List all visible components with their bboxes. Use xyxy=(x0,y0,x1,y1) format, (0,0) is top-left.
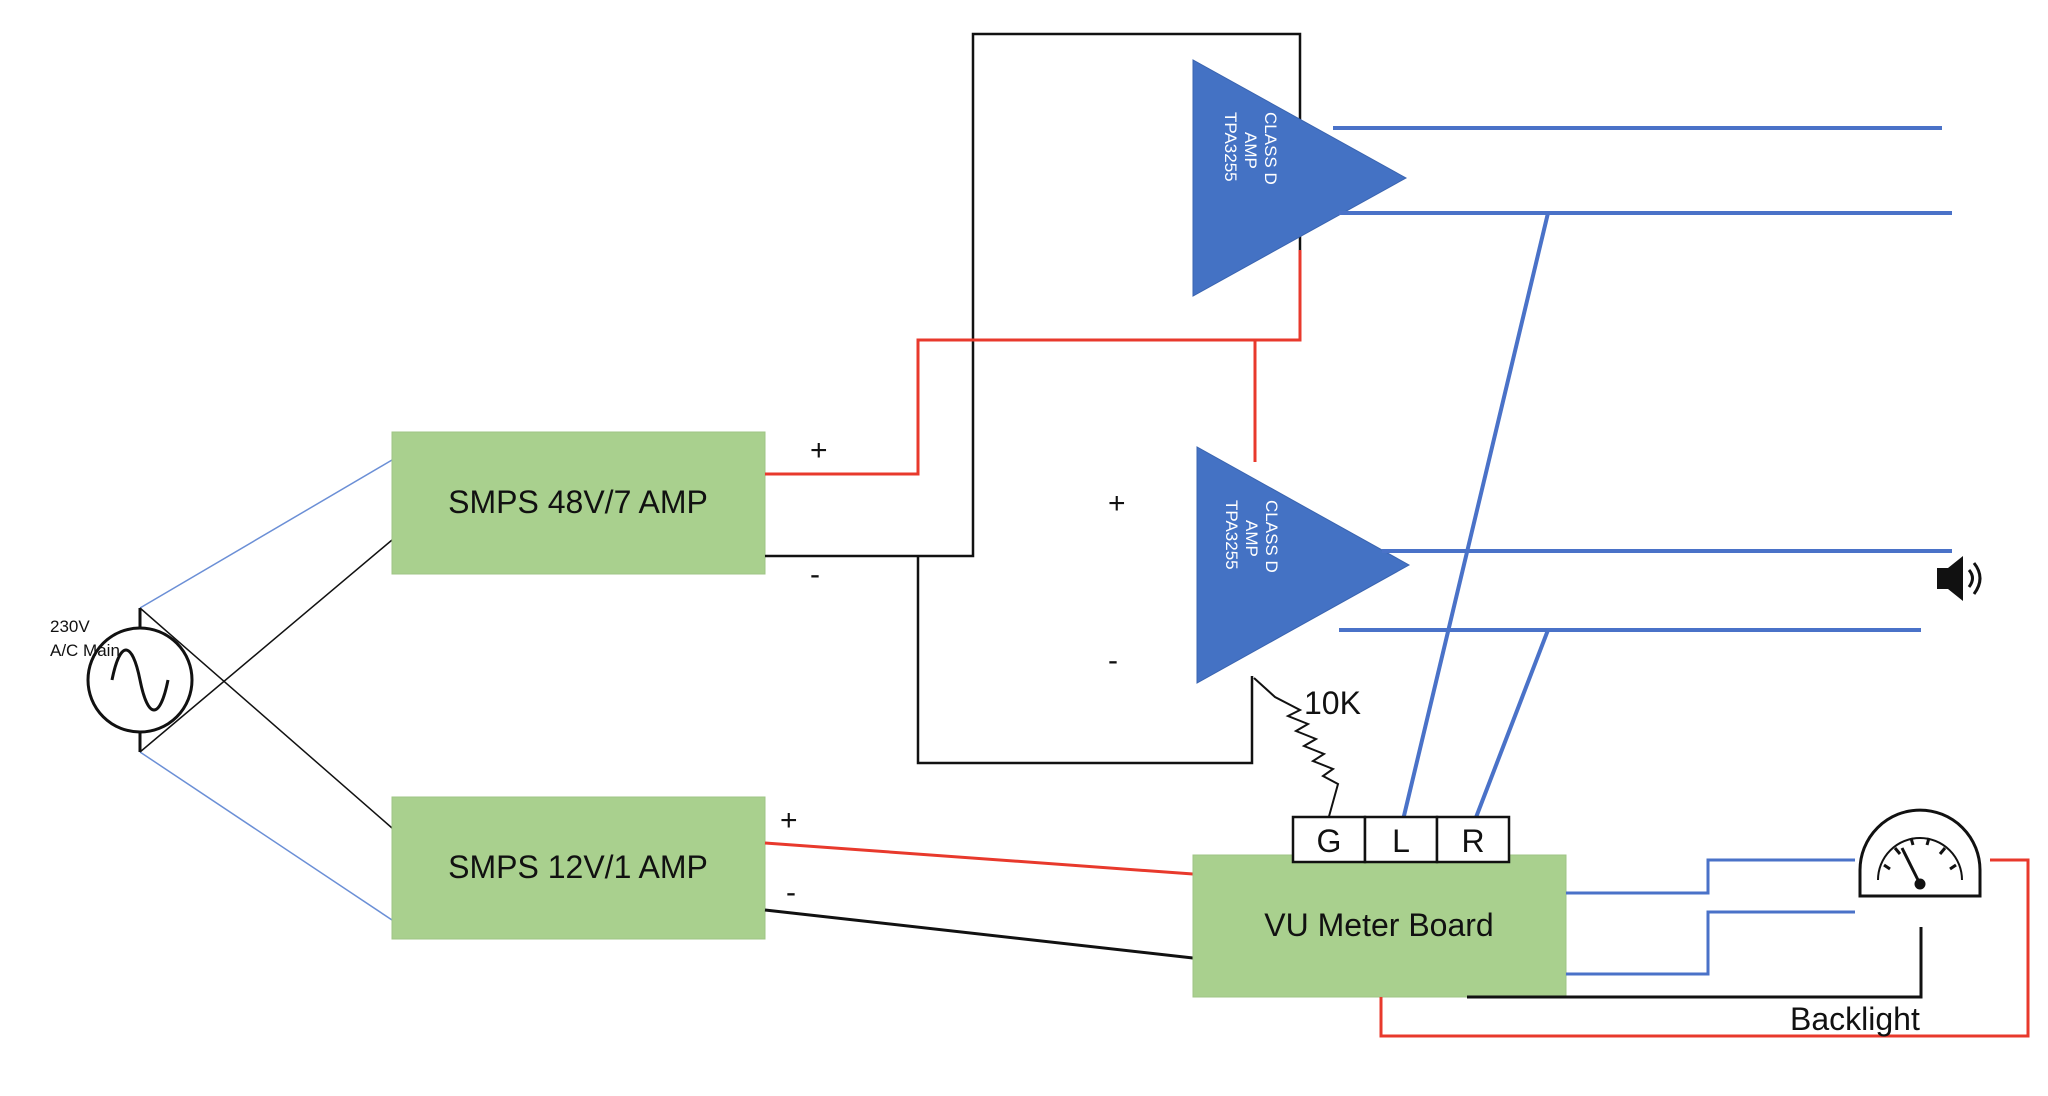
smps-48v-label: SMPS 48V/7 AMP xyxy=(448,484,708,520)
amp-top-line2: AMP xyxy=(1241,132,1260,169)
amp-bottom-line1: CLASS D xyxy=(1262,500,1281,573)
vu-board-label: VU Meter Board xyxy=(1264,907,1493,943)
speaker-icon xyxy=(1937,556,1982,601)
vu-meter-board: VU Meter Board xyxy=(1192,854,1567,998)
mains-wiring xyxy=(139,459,393,921)
meter-wiring xyxy=(1379,858,2030,1038)
resistor-label: 10K xyxy=(1304,685,1361,721)
class-d-amp-bottom: CLASS D AMP TPA3255 xyxy=(1196,446,1411,684)
resistor-10k xyxy=(1253,677,1340,821)
smps-12v-box: SMPS 12V/1 AMP xyxy=(391,796,766,940)
amp-bottom-plus-sign: + xyxy=(1108,487,1126,520)
class-d-amp-top: CLASS D AMP TPA3255 xyxy=(1192,59,1408,297)
pin-g-label: G xyxy=(1317,823,1342,859)
smps-48v-plus-sign: + xyxy=(810,434,828,467)
amp-bottom-line2: AMP xyxy=(1242,520,1261,557)
ac-source-icon xyxy=(86,608,194,752)
amp-bottom-minus-sign: - xyxy=(1108,644,1118,677)
vu-pin-header: G L R xyxy=(1291,815,1511,864)
smps-48v-minus-sign: - xyxy=(810,558,820,591)
smps-12v-label: SMPS 12V/1 AMP xyxy=(448,849,708,885)
analog-meter-icon xyxy=(1858,808,1982,898)
smps-12v-minus-sign: - xyxy=(786,876,796,909)
amp-bottom-line3: TPA3255 xyxy=(1222,500,1241,570)
amp-top-line3: TPA3255 xyxy=(1221,112,1240,182)
smps-12v-plus-sign: + xyxy=(780,804,798,837)
smps-48v-box: SMPS 48V/7 AMP xyxy=(391,431,766,575)
vu-power-wiring xyxy=(764,841,1194,960)
pin-l-label: L xyxy=(1392,823,1410,859)
speaker-output-wiring xyxy=(1333,126,1952,821)
pin-r-label: R xyxy=(1461,823,1484,859)
mains-voltage-label: 230V xyxy=(50,617,90,636)
mains-type-label: A/C Main xyxy=(50,641,120,660)
backlight-label: Backlight xyxy=(1790,1001,1920,1037)
amp-top-line1: CLASS D xyxy=(1261,112,1280,185)
